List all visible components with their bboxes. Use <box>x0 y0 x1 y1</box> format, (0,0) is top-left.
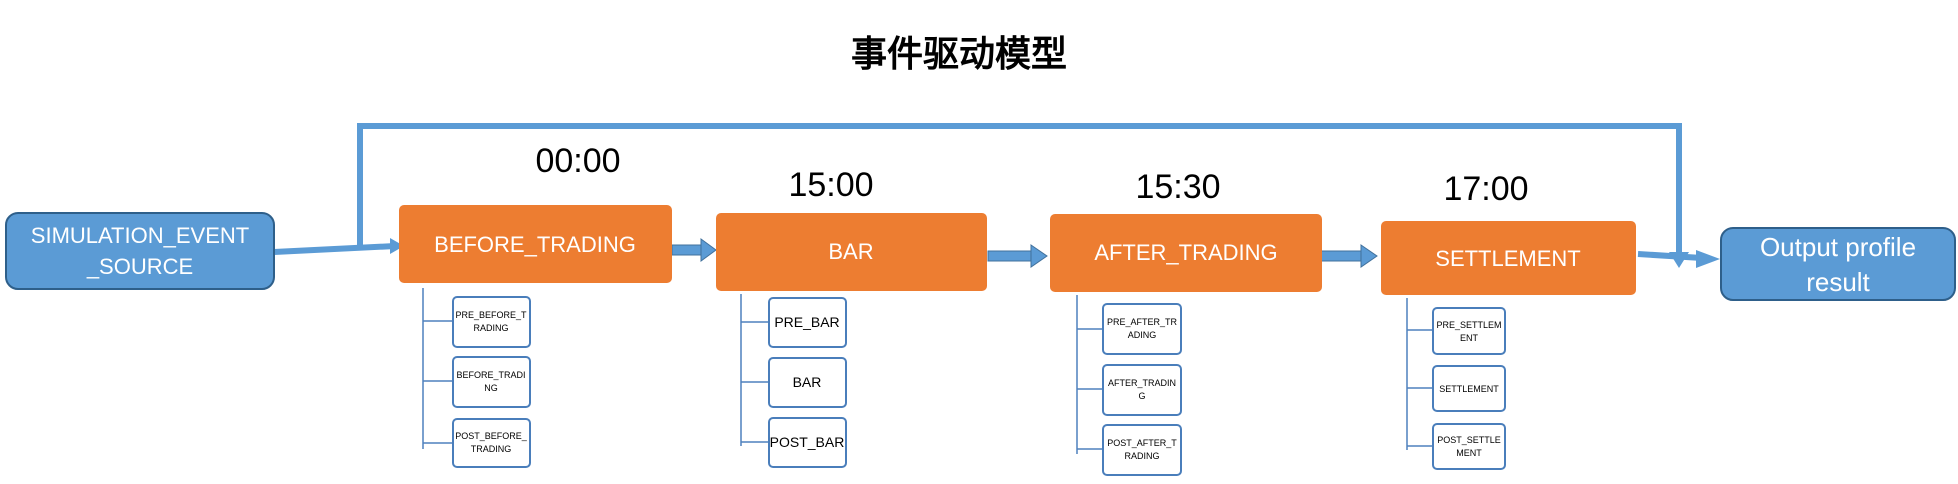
event-box: POST_SETTLE MENT <box>1432 423 1506 470</box>
event-label-line1: PRE_AFTER_TR <box>1107 317 1178 327</box>
diagram-title: 事件驱动模型 <box>851 34 1067 75</box>
event-box: POST_AFTER_T RADING <box>1102 424 1182 476</box>
event-box: POST_BAR <box>768 417 847 468</box>
after-trading-to-settlement-arrow <box>1319 244 1378 268</box>
event-box: PRE_BEFORE_T RADING <box>452 296 531 348</box>
settlement-to-output-arrow <box>1637 251 1703 261</box>
output-label-line2: result <box>1806 267 1870 297</box>
event-box: SETTLEMENT <box>1432 365 1506 412</box>
stage-after-trading: 15:30 AFTER_TRADING PRE_AFTER_TR ADING A… <box>1050 168 1322 476</box>
event-label-line1: PRE_BEFORE_T <box>455 310 527 320</box>
output-profile-result-node: Output profile result <box>1720 227 1956 301</box>
before-trading-to-bar-arrow <box>671 238 717 262</box>
stage-box-label: SETTLEMENT <box>1435 246 1580 271</box>
event-box: PRE_BAR <box>768 297 847 348</box>
event-label-line1: BEFORE_TRADI <box>456 370 525 380</box>
bar-to-after-trading-arrow <box>987 244 1048 268</box>
event-label-line1: POST_AFTER_T <box>1107 438 1177 448</box>
event-box: POST_BEFORE_ TRADING <box>452 418 531 468</box>
event-label-line2: RADING <box>473 323 508 333</box>
event-box: BEFORE_TRADI NG <box>452 356 531 408</box>
stage-time-label: 17:00 <box>1443 170 1528 208</box>
event-label-line1: PRE_SETTLEM <box>1436 320 1501 330</box>
event-label-line1: SETTLEMENT <box>1439 384 1499 394</box>
stage-time-label: 15:00 <box>788 166 873 204</box>
source-label-line2: _SOURCE <box>86 254 193 279</box>
stage-before-trading: 00:00 BEFORE_TRADING PRE_BEFORE_T RADING… <box>399 142 672 468</box>
event-box: PRE_SETTLEM ENT <box>1432 307 1506 355</box>
source-to-before-trading-arrow <box>273 243 396 255</box>
event-label-line2: RADING <box>1124 451 1159 461</box>
event-label-line1: POST_SETTLE <box>1437 435 1501 445</box>
event-label-line2: MENT <box>1456 448 1482 458</box>
event-label-line1: PRE_BAR <box>774 314 839 330</box>
stage-time-label: 00:00 <box>535 142 620 180</box>
stage-settlement: 17:00 SETTLEMENT PRE_SETTLEM ENT SETTLEM… <box>1381 170 1636 470</box>
stage-time-label: 15:30 <box>1135 168 1220 206</box>
flow-connectors <box>273 238 1720 268</box>
output-label-line1: Output profile <box>1760 232 1916 262</box>
source-label-line1: SIMULATION_EVENT <box>31 223 249 248</box>
stage-bar: 15:00 BAR PRE_BAR BAR POST_BAR <box>716 166 987 468</box>
event-label-line1: BAR <box>793 374 822 390</box>
event-label-line2: TRADING <box>471 444 512 454</box>
event-label-line2: ADING <box>1128 330 1157 340</box>
stage-box-label: BEFORE_TRADING <box>434 232 636 257</box>
event-label-line2: ENT <box>1460 333 1479 343</box>
event-label-line2: G <box>1138 391 1145 401</box>
event-label-line1: POST_BEFORE_ <box>455 431 528 441</box>
event-label-line1: AFTER_TRADIN <box>1108 378 1176 388</box>
event-box: AFTER_TRADIN G <box>1102 364 1182 416</box>
event-label-line1: POST_BAR <box>770 434 845 450</box>
stage-box-label: AFTER_TRADING <box>1094 240 1277 265</box>
event-box: PRE_AFTER_TR ADING <box>1102 303 1182 355</box>
event-label-line2: NG <box>484 383 498 393</box>
event-box: BAR <box>768 357 847 408</box>
stage-box-label: BAR <box>828 239 873 264</box>
simulation-event-source-node: SIMULATION_EVENT _SOURCE <box>5 212 275 290</box>
